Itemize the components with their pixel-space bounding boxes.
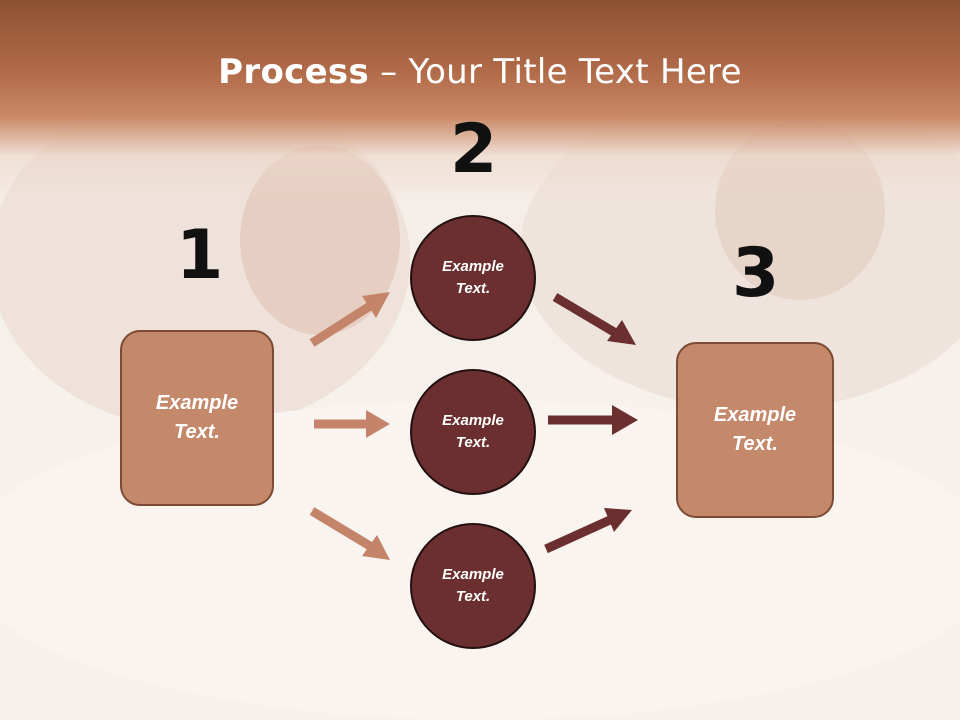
arrow-to-middle-circle (314, 410, 390, 438)
circle-bottom: Example Text. (410, 523, 536, 649)
step-number-3: 3 (732, 234, 780, 313)
arrow-from-top-circle (552, 293, 636, 345)
step-number-2: 2 (450, 110, 498, 189)
circle-top: Example Text. (410, 215, 536, 341)
arrow-to-top-circle (309, 292, 390, 347)
arrow-to-bottom-circle (309, 507, 390, 560)
step-number-1: 1 (176, 216, 224, 295)
title-rest: – Your Title Text Here (369, 52, 742, 92)
circle-middle: Example Text. (410, 369, 536, 495)
header-band (0, 0, 960, 200)
arrow-from-middle-circle (548, 405, 638, 435)
arrow-from-bottom-circle (544, 508, 632, 554)
left-step-box: Example Text. (120, 330, 274, 506)
right-step-box: Example Text. (676, 342, 834, 518)
title-bold: Process (218, 52, 370, 92)
slide-title: Process – Your Title Text Here (0, 52, 960, 92)
